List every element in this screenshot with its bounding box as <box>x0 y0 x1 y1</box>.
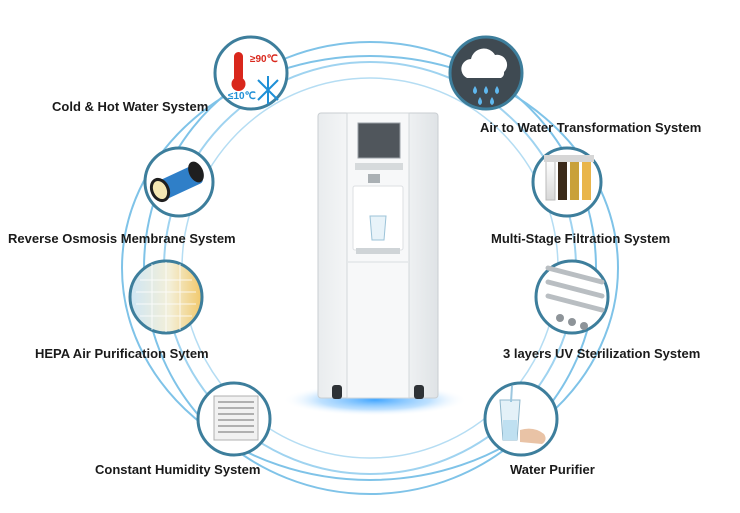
label-cold-hot: Cold & Hot Water System <box>52 99 209 114</box>
label-purifier: Water Purifier <box>510 462 595 477</box>
water-machine <box>317 112 439 399</box>
label-air-to-water: Air to Water Transformation System <box>480 120 702 135</box>
thermometer-icon <box>231 52 246 91</box>
label-humidity: Constant Humidity System <box>95 462 261 477</box>
label-reverse-osmosis: Reverse Osmosis Membrane System <box>8 231 236 246</box>
feature-humidity <box>196 381 272 457</box>
cloud-icon <box>461 48 508 78</box>
feature-cold-hot: ≥90℃ ≤10℃ <box>213 35 289 111</box>
membrane-roll <box>149 161 204 203</box>
hand-shape <box>520 428 546 444</box>
label-uv: 3 layers UV Sterilization System <box>503 346 701 361</box>
feature-reverse-osmosis <box>143 146 215 218</box>
hot-temp: ≥90℃ <box>250 54 278 65</box>
feature-multi-stage <box>531 146 603 218</box>
vent-grille <box>213 395 259 441</box>
hepa-filter-grid <box>136 262 196 332</box>
drip-tray <box>356 248 400 254</box>
dispense-nozzle <box>368 174 380 183</box>
glass-icon <box>369 215 387 241</box>
feature-uv <box>534 259 610 335</box>
label-hepa: HEPA Air Purification Sytem <box>35 346 209 361</box>
water-stream <box>510 385 513 403</box>
glass-of-water <box>499 399 521 441</box>
brand-strip <box>355 163 403 170</box>
raindrop-icon <box>473 86 499 105</box>
uv-lamp-tubes <box>545 265 605 313</box>
feature-purifier <box>483 381 559 457</box>
touch-screen <box>357 122 401 159</box>
snowflake-icon <box>257 76 279 104</box>
label-multi-stage: Multi-Stage Filtration System <box>491 231 671 246</box>
cold-temp: ≤10℃ <box>228 91 256 102</box>
feature-hepa <box>128 259 204 335</box>
feature-air-to-water <box>448 35 524 111</box>
filter-cartridges <box>544 155 594 201</box>
